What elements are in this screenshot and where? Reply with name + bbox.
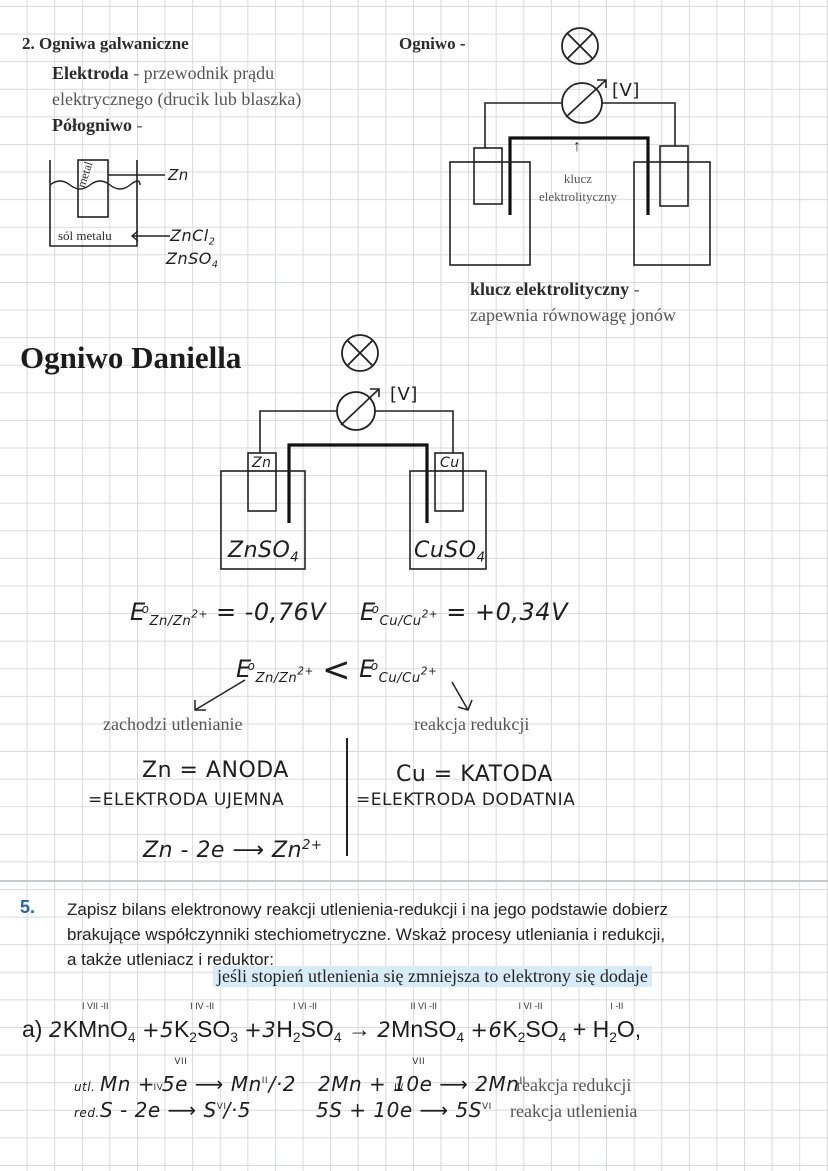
daniell-voltmeter-label: [V] bbox=[390, 384, 418, 405]
ogniwo-voltmeter-label: [V] bbox=[612, 80, 640, 101]
reduction-note: reakcja redukcji bbox=[414, 714, 530, 734]
klucz-term: klucz elektrolityczny bbox=[470, 279, 630, 299]
divider-line bbox=[346, 738, 348, 856]
daniell-left-solution: ZnSO4 bbox=[228, 538, 300, 566]
task-text: Zapisz bilans elektronowy reakcji utleni… bbox=[67, 900, 668, 969]
daniell-cu-electrode: Cu bbox=[440, 455, 460, 471]
polognwo-dash: - bbox=[132, 115, 143, 135]
cathode-line-1: Cu = KATODA bbox=[396, 762, 553, 787]
section-title: 2. Ogniwa galwaniczne bbox=[22, 34, 189, 53]
salt-label: sól metalu bbox=[58, 228, 112, 243]
klucz-definition: klucz elektrolityczny - zapewnia równowa… bbox=[470, 279, 676, 325]
balance-note-1: reakcja redukcji bbox=[516, 1075, 632, 1095]
anode-equation: Zn - 2e ⟶ Zn2+ bbox=[143, 838, 323, 863]
comparison-arrows bbox=[194, 679, 473, 711]
potential-cu: EoCu/Cu2+ = +0,34V bbox=[360, 598, 568, 629]
elektroda-definition: Elektroda - przewodnik prądu elektryczne… bbox=[52, 60, 301, 138]
daniell-right-solution: CuSO4 bbox=[414, 538, 486, 566]
balance-note-2: reakcja utlenienia bbox=[510, 1101, 638, 1121]
daniell-title: Ogniwo Daniella bbox=[20, 340, 242, 375]
utl-label: utl. bbox=[74, 1080, 96, 1094]
potential-comparison: EoZn/Zn2+ < EoCu/Cu2+ bbox=[236, 650, 438, 690]
salt-example-2: ZnSO4 bbox=[166, 249, 219, 271]
oxidation-note: zachodzi utlenianie bbox=[103, 714, 243, 734]
salt-example-1: ZnCl2 bbox=[170, 226, 216, 248]
task-separator bbox=[0, 880, 828, 882]
elektroda-def-2: elektrycznego (drucik lub blaszka) bbox=[52, 89, 302, 109]
polognwo-term: Półogniwo bbox=[52, 115, 133, 135]
red-label: red. bbox=[74, 1106, 100, 1120]
elektroda-term: Elektroda bbox=[52, 63, 129, 83]
half-cell-diagram bbox=[49, 159, 170, 247]
anode-line-1: Zn = ANODA bbox=[142, 758, 289, 783]
ogniwo-title: Ogniwo - bbox=[399, 34, 466, 53]
klucz-def: zapewnia równowagę jonów bbox=[470, 305, 676, 325]
klucz-arrow: ↑ bbox=[573, 138, 581, 155]
anode-line-2: =ELEKTRODA UJEMNA bbox=[88, 790, 285, 810]
potential-zn: EoZn/Zn2+ = -0,76V bbox=[130, 598, 327, 629]
zn-label: Zn bbox=[168, 166, 189, 184]
daniell-zn-electrode: Zn bbox=[252, 455, 272, 471]
highlight-note: jeśli stopień utlenienia się zmniejsza t… bbox=[213, 966, 652, 987]
task-number: 5. bbox=[20, 897, 36, 917]
daniell-diagram bbox=[220, 334, 487, 570]
cathode-line-2: =ELEKTRODA DODATNIA bbox=[356, 790, 576, 810]
elektroda-def-1: - przewodnik prądu bbox=[128, 63, 275, 83]
ogniwo-diagram bbox=[449, 27, 711, 266]
